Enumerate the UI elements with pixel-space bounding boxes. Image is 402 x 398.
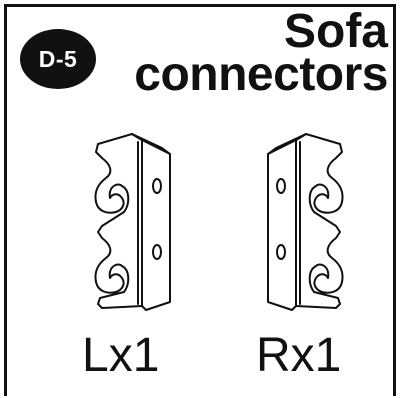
part-code-label: D-5 xyxy=(38,45,78,72)
right-connector-quantity: Rx1 xyxy=(256,329,342,382)
left-connector-quantity: Lx1 xyxy=(82,329,160,382)
part-code-badge: D-5 xyxy=(20,29,96,89)
right-connector-illustration xyxy=(267,133,344,311)
diagram-frame xyxy=(4,4,396,396)
left-connector-illustration xyxy=(94,133,171,311)
part-title-line2: connectors xyxy=(134,48,388,102)
part-title: Sofa connectors xyxy=(134,5,388,102)
part-title-line1: Sofa xyxy=(283,5,388,58)
connector-illustrations xyxy=(0,128,402,328)
